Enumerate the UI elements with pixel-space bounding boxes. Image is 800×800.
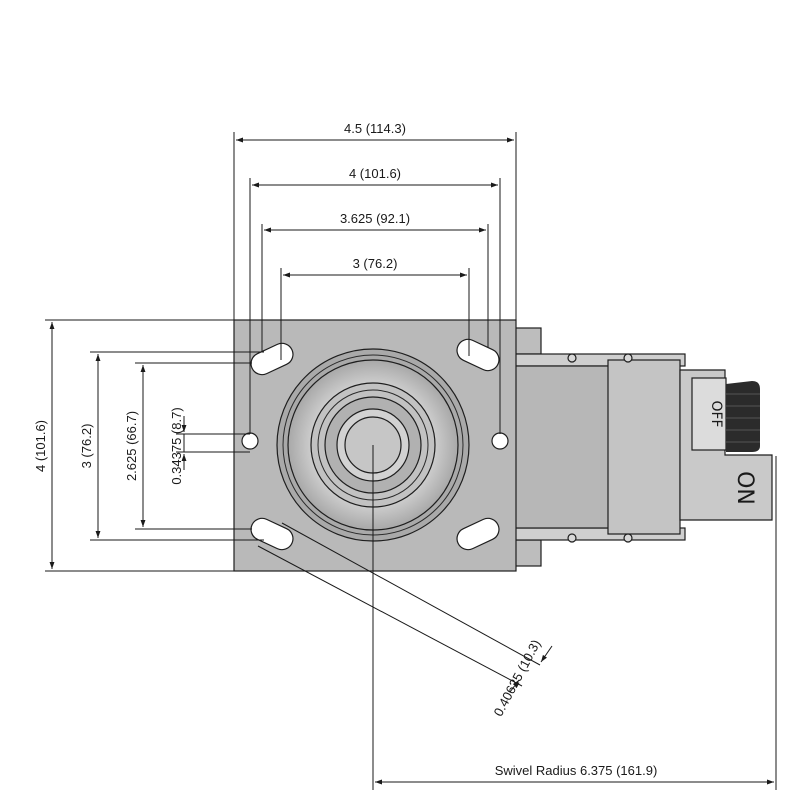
brake-on-label: ON	[732, 471, 757, 505]
brake-bracket-top	[514, 327, 542, 355]
brake-housing	[514, 365, 611, 529]
dim-inner-hole-spacing: 3 (76.2)	[353, 256, 398, 271]
brake-switch-window	[691, 377, 727, 451]
slot-top-left	[250, 342, 294, 376]
dim-slot-length-spacing: 3 (76.2)	[79, 424, 94, 469]
bolt-hole-left	[241, 432, 259, 450]
slot-top-right	[456, 338, 500, 372]
bolt-hole-right	[491, 432, 509, 450]
dim-slot-width: 0.40625 (10.3)	[491, 637, 544, 719]
brake-housing-front	[607, 359, 681, 535]
dim-outer-hole-spacing: 4 (101.6)	[349, 166, 401, 181]
top-plate	[233, 319, 517, 572]
rivet-icon	[567, 353, 577, 363]
rivet-icon	[623, 533, 633, 543]
brake-assembly: OFF ON	[514, 327, 773, 567]
slot-bottom-left	[250, 517, 294, 551]
dim-slot-spacing: 3.625 (92.1)	[340, 211, 410, 226]
rivet-icon	[623, 353, 633, 363]
brake-pedal-icon	[726, 381, 760, 452]
dim-plate-width: 4.5 (114.3)	[344, 121, 406, 136]
brake-bracket-bottom	[514, 539, 542, 567]
dim-hole-length-spacing: 2.625 (66.7)	[124, 411, 139, 481]
rivet-icon	[567, 533, 577, 543]
brake-off-label: OFF	[708, 400, 724, 427]
dim-swivel-radius: Swivel Radius 6.375 (161.9)	[495, 763, 658, 778]
slot-bottom-right	[456, 517, 500, 551]
dim-plate-length: 4 (101.6)	[33, 420, 48, 472]
dim-hole-diameter: 0.34375 (8.7)	[169, 407, 184, 484]
